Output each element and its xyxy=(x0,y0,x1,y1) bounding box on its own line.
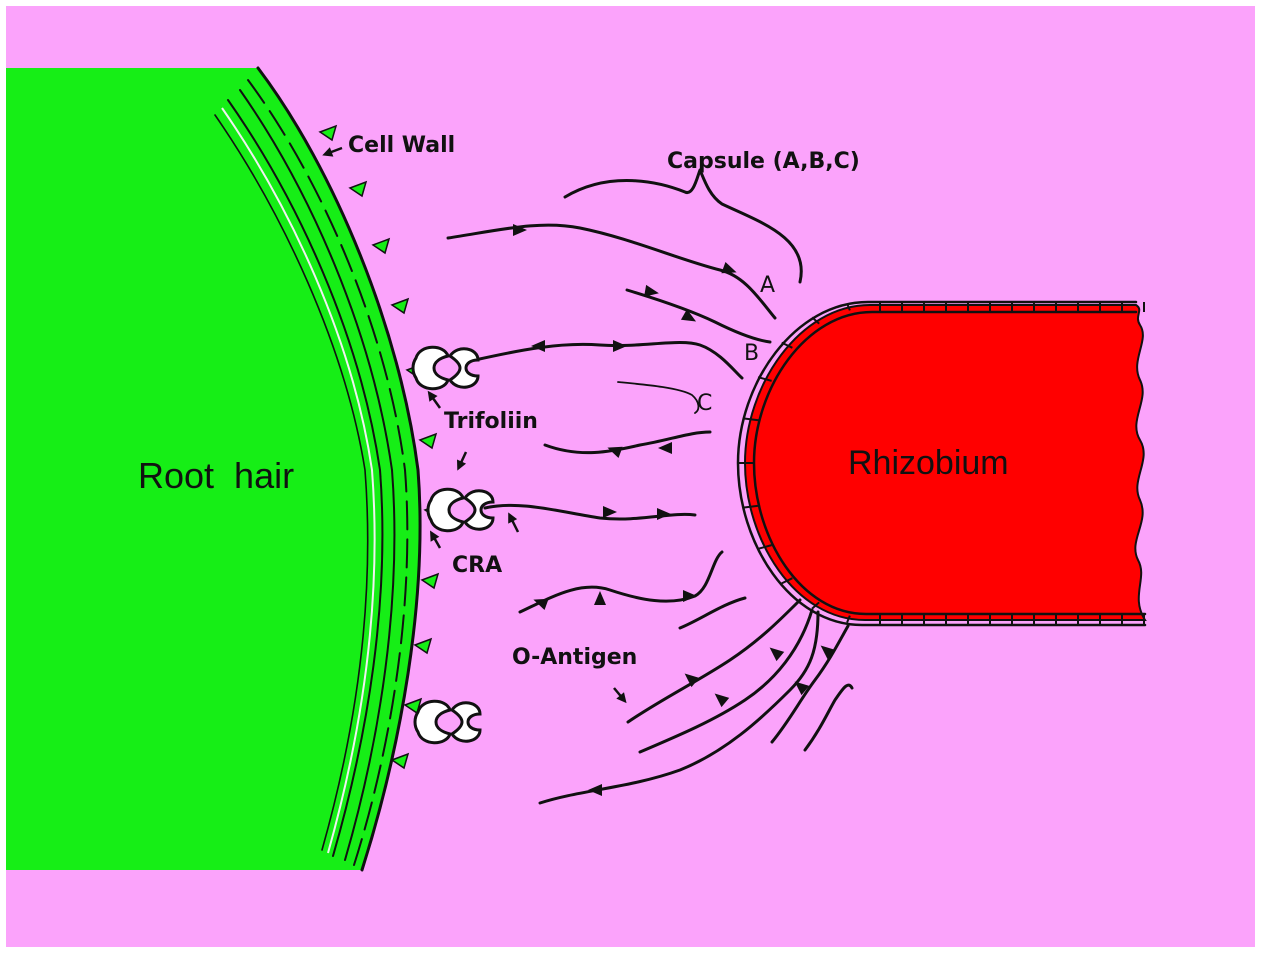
label-cell-wall: Cell Wall xyxy=(348,133,455,158)
label-capsule-c: C xyxy=(697,391,712,416)
label-capsule: Capsule (A,B,C) xyxy=(667,149,860,174)
label-root-hair: Root hair xyxy=(138,455,294,496)
label-capsule-b: B xyxy=(744,341,759,366)
label-capsule-a: A xyxy=(760,273,775,298)
label-trifoliin: Trifoliin xyxy=(444,409,538,434)
label-o-antigen: O-Antigen xyxy=(512,645,637,670)
label-rhizobium: Rhizobium xyxy=(848,444,1009,482)
label-cra: CRA xyxy=(452,553,502,578)
